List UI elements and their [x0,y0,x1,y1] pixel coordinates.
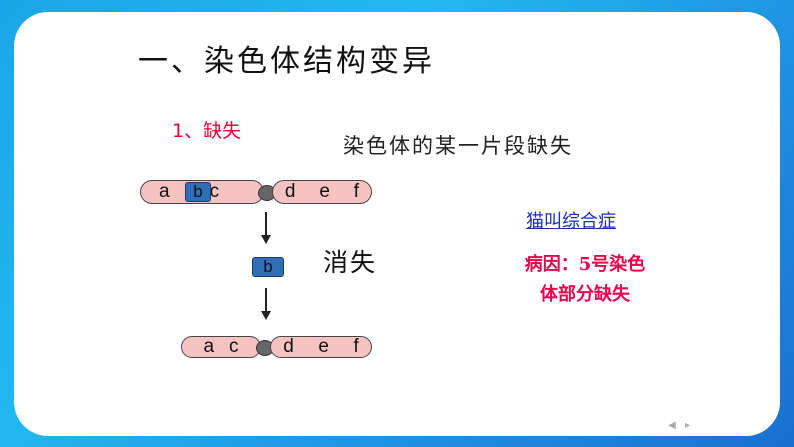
cause-line: 病因：5号染色 [524,254,646,275]
gene-segment-b: b [185,182,211,202]
chromosome-bottom-right-arm: d e f [270,336,372,358]
gene-label: a [159,181,170,202]
slide-nav: ◀ ▸ [668,420,690,431]
syndrome-name: 猫叫综合症 [526,211,616,232]
prev-icon[interactable]: ◀ [668,420,676,431]
cause-line: 体部分缺失 [540,284,630,305]
gene-label: c [209,181,220,202]
gene-label: c [229,336,239,357]
slide-panel [14,12,780,436]
section-heading: 1、缺失 [172,120,242,142]
chromosome-top-right-arm: d e f [272,180,372,204]
gene-label: d [284,181,296,202]
vanish-label: 消失 [323,248,378,277]
description-text: 染色体的某一片段缺失 [343,134,573,158]
slide-title: 一、染色体结构变异 [138,44,435,79]
cause-text: 病因：5号染色 体部分缺失 [500,250,670,310]
gene-label: e [318,336,329,357]
gene-label: a [203,336,215,357]
gene-label: e [319,181,330,202]
arrow-down-icon [261,212,271,244]
gene-label: f [353,181,360,202]
gene-label: d [283,336,294,357]
gene-label: f [353,336,359,357]
lost-segment-b: b [252,257,284,277]
arrow-down-icon [261,288,271,320]
chromosome-bottom-left-arm: a c [181,336,261,358]
next-icon[interactable]: ▸ [684,420,690,431]
